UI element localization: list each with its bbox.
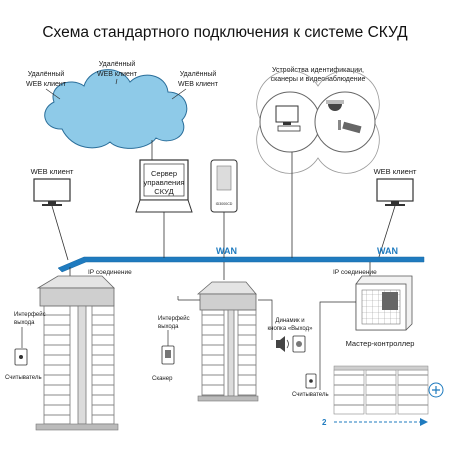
interface-output-left-line2: выхода	[14, 320, 35, 326]
dome-camera-icon	[326, 100, 344, 111]
wan-label-left: WAN	[216, 246, 237, 256]
ip-connection-left: IP соединение	[88, 269, 132, 276]
turnstile-left	[35, 275, 119, 431]
cloud-client-1-line2: WEB клиент	[26, 81, 67, 88]
cloud-client-3-line1: Удалённый	[180, 70, 217, 78]
range-arrow	[334, 418, 428, 426]
diagram-title: Схема стандартного подключения к системе…	[42, 24, 408, 41]
device-model-label: ID3000CD	[216, 202, 233, 206]
bullet-camera-icon	[338, 120, 362, 134]
devices-caption-line1: Устройства идентификации,	[272, 66, 364, 74]
speaker-button-line1: Динамик и	[275, 318, 304, 324]
scanner-label: Сканер	[152, 376, 173, 382]
cloud-client-3-line2: WEB клиент	[178, 81, 219, 88]
devices-panel: Устройства идентификации, сканеры и виде…	[256, 66, 380, 174]
speaker-icon	[276, 336, 289, 352]
ip-connection-right: IP соединение	[333, 269, 377, 276]
wan-label-right: WAN	[377, 246, 398, 256]
turnstile-row	[333, 365, 429, 415]
web-client-left: WEB клиент	[31, 167, 74, 206]
reader-left-label: Считыватель	[5, 375, 42, 381]
scanner-icon	[161, 345, 175, 365]
monitor-icon	[275, 105, 301, 132]
wan-bus	[57, 152, 425, 273]
turnstile-middle	[196, 281, 259, 402]
server-label-2: управления	[144, 178, 185, 187]
reader-left-icon	[14, 348, 28, 366]
server-label-1: Сервер	[151, 169, 177, 178]
server-label-3: СКУД	[154, 187, 173, 196]
web-client-left-label: WEB клиент	[31, 167, 74, 176]
cloud-client-3: Удалённый WEB клиент	[178, 70, 219, 88]
interface-output-middle-line1: Интерфейс	[158, 315, 190, 322]
master-controller	[355, 275, 413, 331]
web-client-right: WEB клиент	[374, 167, 417, 206]
interface-output-left-line1: Интерфейс	[14, 311, 46, 318]
interface-output-left: Интерфейс выхода	[14, 311, 46, 326]
cloud-client-2-line2: WEB клиент	[97, 71, 138, 78]
web-client-right-label: WEB клиент	[374, 167, 417, 176]
add-icon	[428, 382, 444, 398]
devices-caption-line2: сканеры и видеонаблюдение	[271, 75, 366, 83]
reader-right-icon	[305, 373, 317, 389]
page-number: 2	[322, 418, 327, 427]
speaker-button-group: Динамик и кнопка «Выход»	[268, 318, 314, 353]
speaker-button-line2: кнопка «Выход»	[268, 326, 314, 332]
exit-button-icon	[292, 335, 306, 353]
cloud-client-2-line1: Удалённый	[99, 60, 136, 68]
interface-output-middle: Интерфейс выхода	[158, 315, 190, 330]
skud-server: Сервер управления СКУД	[135, 159, 193, 213]
cloud-client-2: Удалённый WEB клиент	[97, 60, 138, 78]
cloud-client-1: Удалённый WEB клиент	[26, 70, 67, 88]
card-reader-device: ID3000CD	[210, 159, 238, 213]
master-controller-label: Мастер-контроллер	[346, 339, 415, 348]
internet-cloud	[44, 69, 188, 149]
cloud-client-1-line1: Удалённый	[28, 70, 65, 78]
reader-right-label: Считыватель	[292, 392, 329, 398]
interface-output-middle-line2: выхода	[158, 324, 179, 330]
